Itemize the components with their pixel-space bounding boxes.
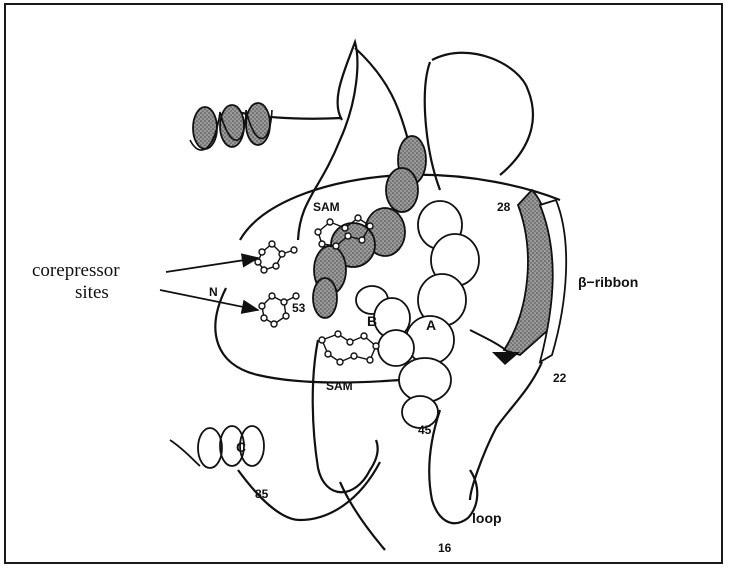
label-residue-45: 45 [418, 423, 432, 437]
label-sam-bottom: SAM [326, 379, 353, 393]
label-n-terminus: N [209, 285, 218, 299]
annotation-line2: sites [75, 282, 109, 303]
backbone-coil-loop [429, 410, 477, 523]
backbone-coil-top-right [355, 48, 408, 140]
label-residue-53: 53 [292, 301, 306, 315]
label-residue-85: 85 [255, 487, 269, 501]
label-residue-22: 22 [553, 371, 567, 385]
label-residue-16: 16 [438, 541, 452, 555]
corepressor-molecule-upper [255, 241, 297, 273]
backbone-coil-22 [470, 362, 542, 500]
label-helix-a: A [426, 317, 436, 333]
sam-molecule-bottom [319, 331, 379, 365]
helix-b [356, 286, 414, 366]
label-sam-top: SAM [313, 200, 340, 214]
label-loop: loop [472, 510, 502, 526]
backbone-coil-right [425, 53, 533, 190]
label-beta-ribbon: β−ribbon [578, 274, 638, 290]
corepressor-arrow-upper [166, 258, 258, 272]
label-residue-28: 28 [497, 200, 511, 214]
label-helix-c: C [236, 439, 246, 455]
beta-ribbon [492, 190, 566, 365]
annotation-line1: corepressor [32, 260, 120, 281]
label-helix-b: B [367, 313, 377, 329]
helix-a [399, 201, 508, 428]
helix-top-left [190, 103, 272, 150]
helix-c [170, 426, 264, 468]
